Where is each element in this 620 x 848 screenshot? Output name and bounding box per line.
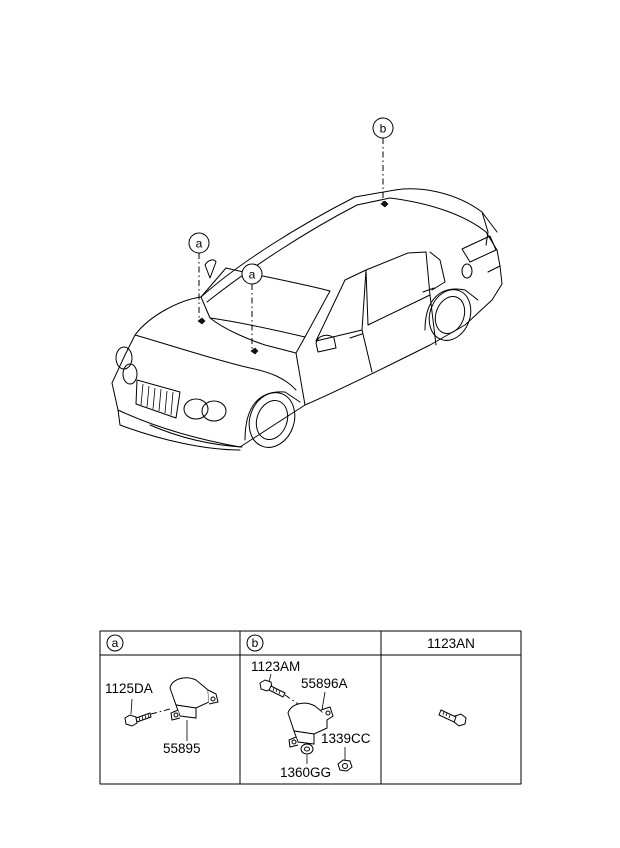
part-label-55895: 55895 xyxy=(163,741,201,756)
table-header-1123an: 1123AN xyxy=(427,636,475,651)
part-label-1125da: 1125DA xyxy=(105,681,153,696)
table-header-a: a xyxy=(106,634,124,652)
part-label-1360gg: 1360GG xyxy=(280,765,331,780)
sensor-55895-icon xyxy=(169,677,219,721)
cell-b: 1123AM 55896A 1339CC 1360GG xyxy=(251,659,371,780)
bolt-icon xyxy=(438,709,467,727)
svg-text:b: b xyxy=(252,636,259,650)
part-label-55896a: 55896A xyxy=(301,676,348,691)
table-header-b: b xyxy=(246,634,264,652)
callout-a-center: a xyxy=(241,263,263,350)
bolt-icon xyxy=(259,679,286,698)
cell-1123an xyxy=(438,709,467,727)
parts-table: a b 1123AN 1125DA 55895 xyxy=(99,630,522,785)
car-illustration xyxy=(111,188,503,451)
cell-a: 1125DA 55895 xyxy=(105,677,219,756)
bolt-icon xyxy=(124,712,152,727)
callout-a-left: a xyxy=(188,232,210,320)
sensor-55896a-icon xyxy=(287,702,334,748)
washer-icon xyxy=(300,743,314,755)
svg-text:a: a xyxy=(196,237,203,251)
svg-text:a: a xyxy=(112,636,119,650)
part-label-1123am: 1123AM xyxy=(251,659,300,674)
svg-text:b: b xyxy=(380,122,387,136)
svg-text:a: a xyxy=(249,268,256,282)
nut-icon xyxy=(337,759,353,772)
callout-b: b xyxy=(372,117,394,203)
part-label-1339cc: 1339CC xyxy=(321,731,371,746)
